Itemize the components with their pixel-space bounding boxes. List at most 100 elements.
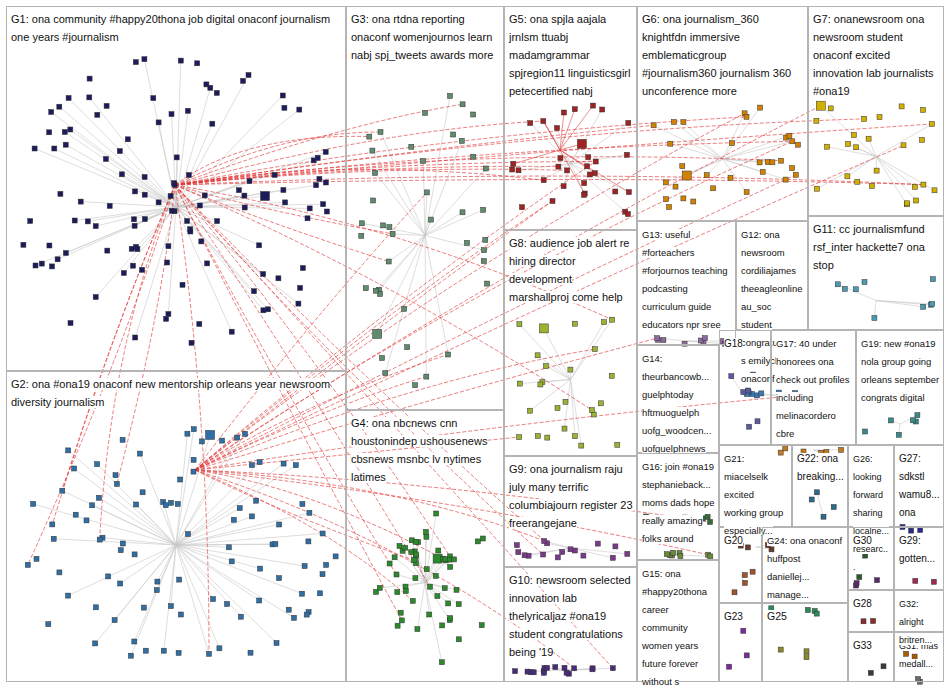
vertex-marker bbox=[132, 217, 137, 222]
vertex-marker bbox=[214, 90, 219, 95]
vertex-marker bbox=[625, 212, 630, 217]
group-panel: G4: ona nbcnews cnn houstonindep ushouse… bbox=[346, 410, 504, 682]
group-label: G16: join #ona19 stephanieback... moms d… bbox=[642, 461, 714, 544]
intra-group-line bbox=[425, 168, 486, 235]
vertex-marker bbox=[62, 130, 67, 135]
vertex-marker bbox=[446, 352, 451, 357]
vertex-marker bbox=[440, 623, 445, 628]
vertex-marker bbox=[399, 618, 404, 623]
inter-group-link bbox=[175, 124, 932, 185]
group-panel: G3: ona rtdna reporting onaconf womenjou… bbox=[346, 6, 504, 410]
intra-group-line bbox=[571, 164, 628, 215]
vertex-marker bbox=[590, 666, 595, 671]
vertex-marker bbox=[877, 115, 882, 120]
vertex-marker bbox=[423, 529, 428, 534]
vertex-marker bbox=[727, 664, 732, 669]
vertex-marker bbox=[741, 390, 746, 395]
group-label-wrap: G32: alright britren... bbox=[895, 591, 943, 647]
vertex-marker bbox=[307, 510, 312, 515]
vertex-marker bbox=[132, 223, 137, 228]
vertex-marker bbox=[205, 261, 210, 266]
intra-group-line bbox=[425, 583, 450, 621]
group-label: G31: mas medall... bbox=[899, 641, 938, 669]
vertex-marker bbox=[874, 168, 879, 173]
vertex-marker bbox=[33, 263, 38, 268]
group-label: G32: alright britren... bbox=[899, 599, 932, 645]
vertex-marker bbox=[177, 577, 182, 582]
vertex-marker bbox=[252, 289, 257, 294]
vertex-marker bbox=[237, 506, 242, 511]
vertex-marker bbox=[266, 307, 271, 312]
vertex-marker bbox=[63, 142, 68, 147]
vertex-marker bbox=[176, 650, 181, 655]
vertex-marker bbox=[681, 120, 686, 125]
vertex-marker bbox=[563, 399, 568, 404]
vertex-layer bbox=[21, 57, 937, 688]
vertex-marker bbox=[121, 271, 126, 276]
vertex-marker bbox=[568, 367, 573, 372]
vertex-marker bbox=[283, 200, 288, 205]
vertex-marker bbox=[872, 316, 877, 321]
vertex-marker bbox=[273, 542, 278, 547]
group-panel: G33 bbox=[848, 632, 894, 682]
intra-group-line bbox=[544, 328, 571, 379]
vertex-marker bbox=[208, 85, 213, 90]
vertex-marker bbox=[186, 532, 191, 537]
vertex-marker bbox=[871, 619, 876, 624]
vertex-marker bbox=[52, 146, 57, 151]
vertex-marker bbox=[918, 528, 923, 533]
group-label: G19: new #ona19 nola group going orleans… bbox=[861, 338, 939, 403]
vertex-marker bbox=[930, 277, 935, 282]
vertex-marker bbox=[378, 130, 383, 135]
vertex-marker bbox=[169, 208, 174, 213]
vertex-marker bbox=[673, 184, 678, 189]
vertex-marker bbox=[225, 602, 230, 607]
vertex-marker bbox=[199, 439, 204, 444]
vertex-marker bbox=[845, 174, 850, 179]
vertex-marker bbox=[572, 321, 577, 326]
vertex-marker bbox=[409, 550, 414, 555]
vertex-marker bbox=[413, 383, 418, 388]
vertex-marker bbox=[562, 426, 567, 431]
vertex-marker bbox=[414, 552, 419, 557]
vertex-marker bbox=[197, 322, 202, 327]
vertex-marker bbox=[304, 612, 309, 617]
vertex-marker bbox=[814, 611, 819, 616]
vertex-marker bbox=[708, 519, 713, 524]
inter-group-link bbox=[62, 185, 175, 491]
vertex-marker bbox=[436, 548, 441, 553]
intra-group-line bbox=[59, 107, 176, 207]
vertex-marker bbox=[668, 141, 673, 146]
vertex-marker bbox=[371, 198, 376, 203]
intra-group-line bbox=[571, 548, 628, 554]
intra-group-line bbox=[176, 207, 254, 291]
vertex-marker bbox=[770, 160, 775, 165]
intra-group-line bbox=[544, 164, 571, 181]
intra-group-line bbox=[425, 96, 450, 236]
vertex-marker bbox=[113, 473, 118, 478]
vertex-marker bbox=[610, 317, 615, 322]
vertex-marker bbox=[373, 329, 382, 338]
vertex-marker bbox=[517, 381, 522, 386]
vertex-marker bbox=[896, 432, 901, 437]
vertex-marker bbox=[920, 137, 925, 142]
vertex-marker bbox=[732, 590, 737, 595]
vertex-marker bbox=[131, 263, 136, 268]
group-label: G11: cc journalismfund rsf_inter hackett… bbox=[813, 223, 925, 271]
vertex-marker bbox=[229, 559, 234, 564]
vertex-marker bbox=[711, 186, 716, 191]
intra-group-line bbox=[571, 164, 629, 193]
vertex-marker bbox=[480, 536, 485, 541]
vertex-marker bbox=[424, 190, 429, 195]
vertex-marker bbox=[433, 573, 438, 578]
vertex-marker bbox=[454, 587, 459, 592]
vertex-marker bbox=[613, 544, 618, 549]
vertex-marker bbox=[333, 554, 338, 559]
group-panel: G15: ona #happy20thona career community … bbox=[637, 560, 719, 682]
group-panel: G29: gotten... bbox=[894, 527, 944, 590]
vertex-marker bbox=[298, 285, 303, 290]
vertex-marker bbox=[910, 418, 915, 423]
vertex-marker bbox=[373, 170, 378, 175]
vertex-marker bbox=[931, 579, 936, 584]
vertex-marker bbox=[305, 216, 310, 221]
